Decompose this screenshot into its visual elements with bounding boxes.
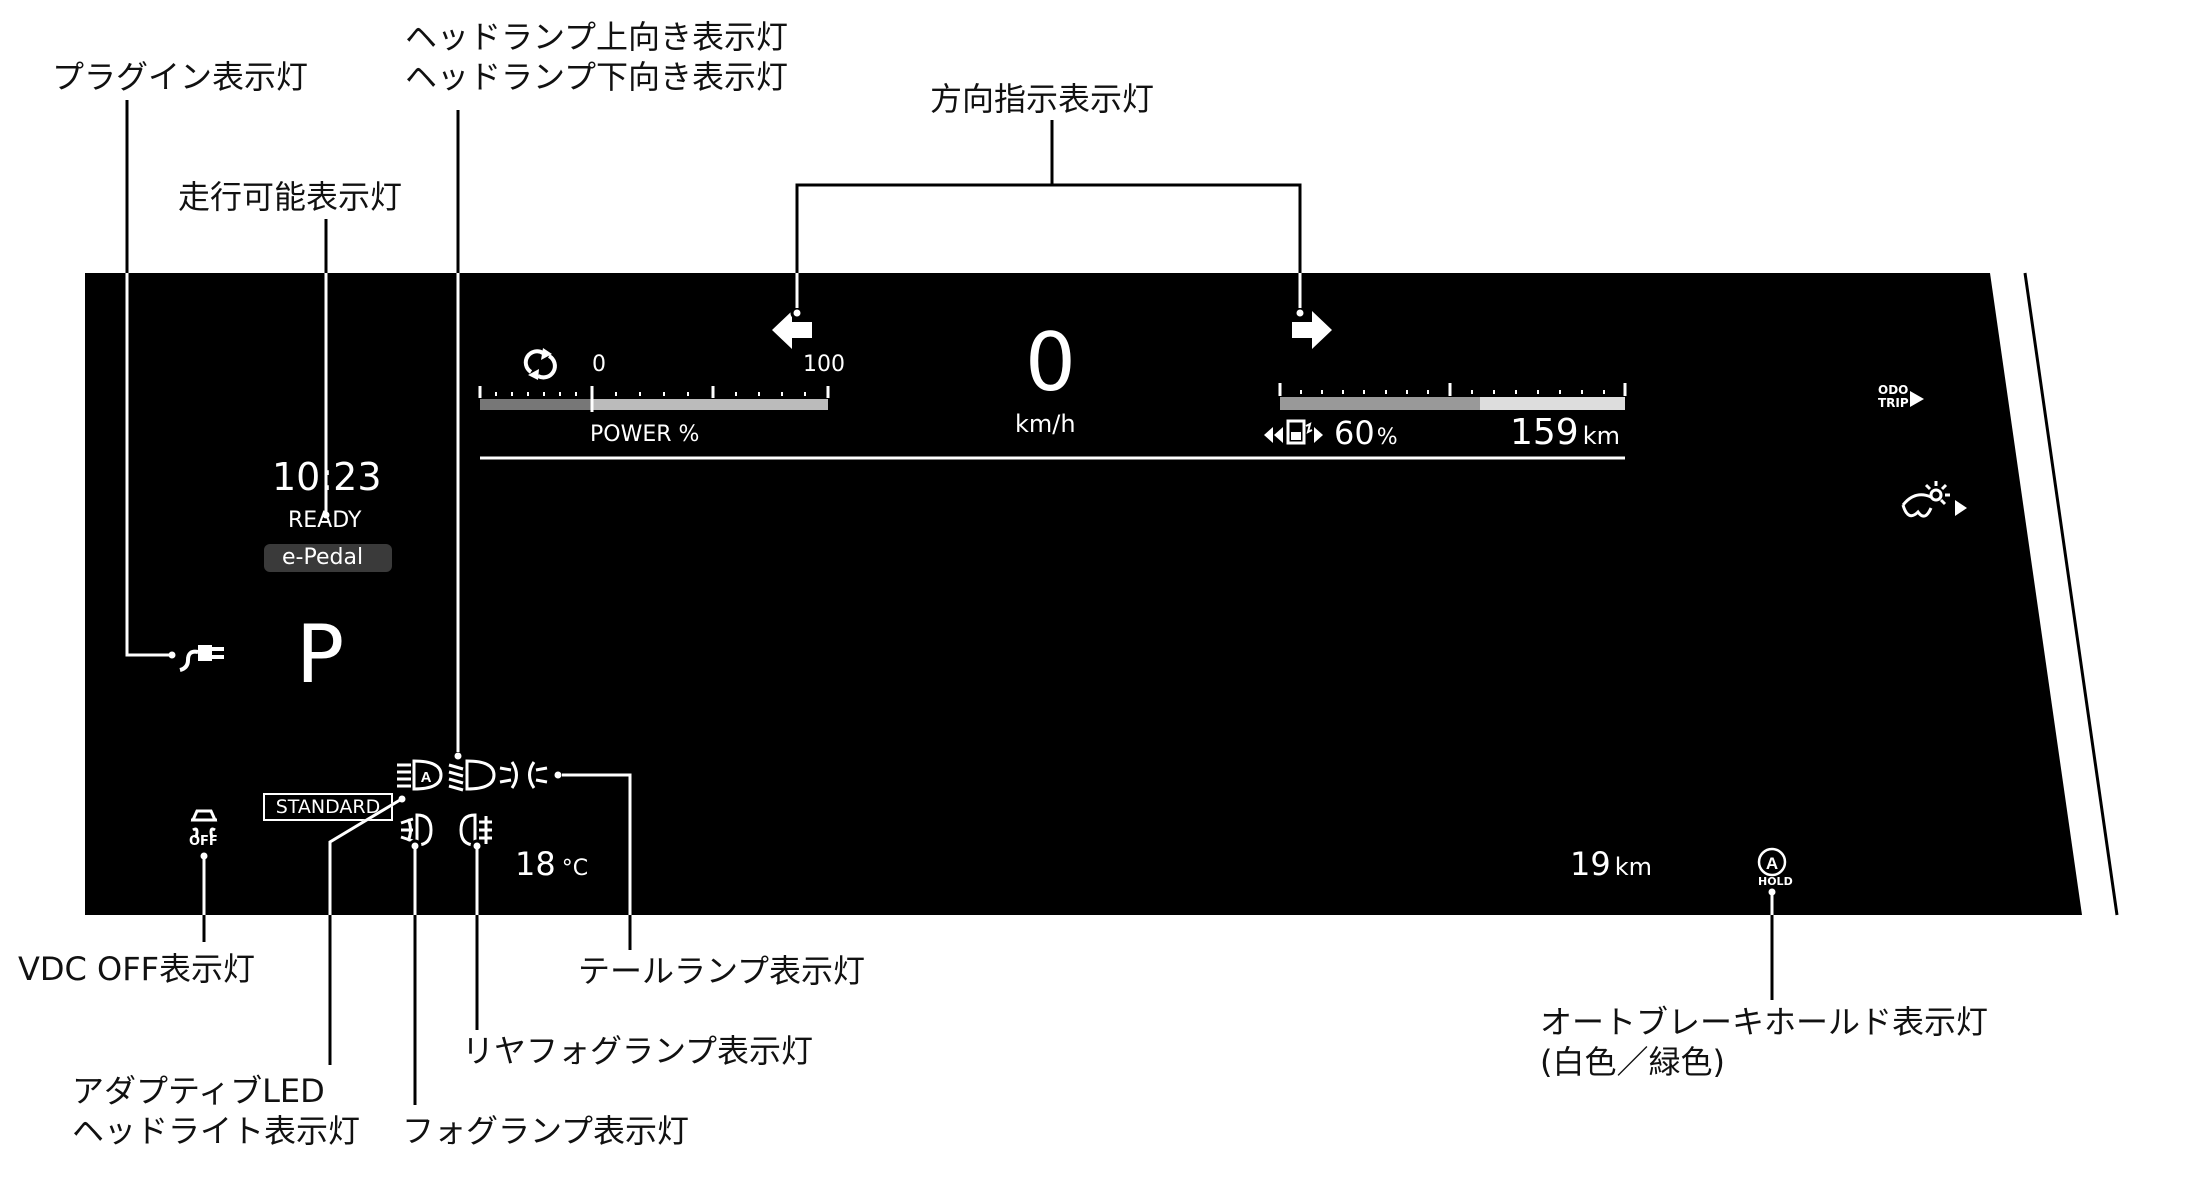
turn-signal-left-icon bbox=[772, 311, 812, 349]
power-max-label: 100 bbox=[803, 352, 845, 377]
dashboard-panel bbox=[85, 273, 2082, 915]
callout-adaptive-led-line2: ヘッドライト表示灯 bbox=[72, 1112, 361, 1150]
callout-headlamp-low: ヘッドランプ下向き表示灯 bbox=[405, 58, 789, 96]
battery-minor-ticks bbox=[1300, 390, 1605, 394]
battery-percent-value: 60 bbox=[1334, 414, 1375, 452]
fog-lamp-icon bbox=[400, 813, 433, 847]
temperature-value: 18 bbox=[515, 845, 556, 883]
battery-bar-remaining bbox=[1480, 397, 1625, 410]
epedal-label: e-Pedal bbox=[282, 545, 364, 570]
callout-tail-lamp: テールランプ表示灯 bbox=[578, 952, 866, 990]
range-value: 159 bbox=[1510, 412, 1579, 453]
callout-vdc-off: VDC OFF表示灯 bbox=[18, 950, 256, 988]
speed-unit: km/h bbox=[1015, 410, 1076, 438]
power-bar-drive bbox=[592, 399, 828, 410]
temperature-display: 18°C bbox=[515, 845, 588, 883]
speed-display: 0 bbox=[1025, 316, 1076, 409]
battery-gauge bbox=[1278, 383, 1627, 396]
gear-indicator: P bbox=[296, 608, 345, 701]
headlamp-low-beam-icon bbox=[448, 759, 496, 792]
steering-light-icon bbox=[1901, 481, 1967, 518]
power-min-label: 0 bbox=[592, 352, 606, 377]
standard-box bbox=[263, 793, 393, 821]
standard-label: STANDARD bbox=[275, 796, 381, 818]
turn-signal-right-icon bbox=[1292, 311, 1332, 349]
hold-label: HOLD bbox=[1758, 875, 1793, 888]
trip-distance-value: 19 bbox=[1570, 845, 1611, 883]
callout-auto-brake-hold-line2: (白色／緑色) bbox=[1540, 1043, 1725, 1081]
power-minor-ticks bbox=[495, 392, 806, 396]
leader-turn-bracket bbox=[795, 120, 1054, 308]
battery-percent-sign: % bbox=[1376, 425, 1398, 450]
trip-label: TRIP bbox=[1878, 396, 1909, 410]
time-display: 10:23 bbox=[272, 455, 382, 499]
callout-rear-fog: リヤフォグランプ表示灯 bbox=[462, 1032, 814, 1070]
epedal-badge bbox=[264, 544, 392, 572]
callout-plugin: プラグイン表示灯 bbox=[52, 58, 309, 96]
svg-text:A: A bbox=[421, 769, 432, 786]
callout-auto-brake-hold-line1: オートブレーキホールド表示灯 bbox=[1540, 1003, 1989, 1041]
adaptive-led-icon: A bbox=[397, 759, 443, 791]
rear-fog-icon bbox=[459, 813, 492, 847]
dashboard-edge-line bbox=[2023, 272, 2119, 916]
callout-ready-indicator: 走行可能表示灯 bbox=[178, 178, 403, 216]
regen-icon bbox=[523, 348, 557, 380]
tail-lamp-icon bbox=[499, 761, 548, 789]
power-gauge bbox=[478, 386, 830, 398]
range-unit: km bbox=[1582, 422, 1620, 450]
callout-adaptive-led-line1: アダプティブLED bbox=[72, 1072, 325, 1110]
callout-turn-signal: 方向指示表示灯 bbox=[930, 80, 1155, 118]
leader-lines-inner bbox=[125, 273, 1774, 915]
temperature-unit: °C bbox=[561, 856, 589, 881]
trip-distance-unit: km bbox=[1614, 853, 1652, 881]
ready-label: READY bbox=[288, 508, 362, 533]
vdc-off-icon bbox=[190, 809, 218, 839]
battery-bar-used bbox=[1280, 397, 1480, 410]
odo-trip-arrow-icon bbox=[1910, 391, 1924, 407]
battery-percent: 60% bbox=[1334, 414, 1398, 452]
odo-label: ODO bbox=[1878, 383, 1909, 397]
battery-level-icon bbox=[1264, 419, 1323, 445]
callout-headlamp-high: ヘッドランプ上向き表示灯 bbox=[405, 18, 789, 56]
vdc-off-text: OFF bbox=[189, 834, 218, 849]
plug-icon bbox=[179, 645, 224, 672]
callout-fog-lamp: フォグランプ表示灯 bbox=[402, 1112, 690, 1150]
auto-hold-letter: A bbox=[1766, 854, 1778, 873]
power-label: POWER % bbox=[590, 422, 700, 447]
power-bar-regen bbox=[480, 399, 592, 410]
auto-hold-icon: A bbox=[1757, 847, 1787, 877]
